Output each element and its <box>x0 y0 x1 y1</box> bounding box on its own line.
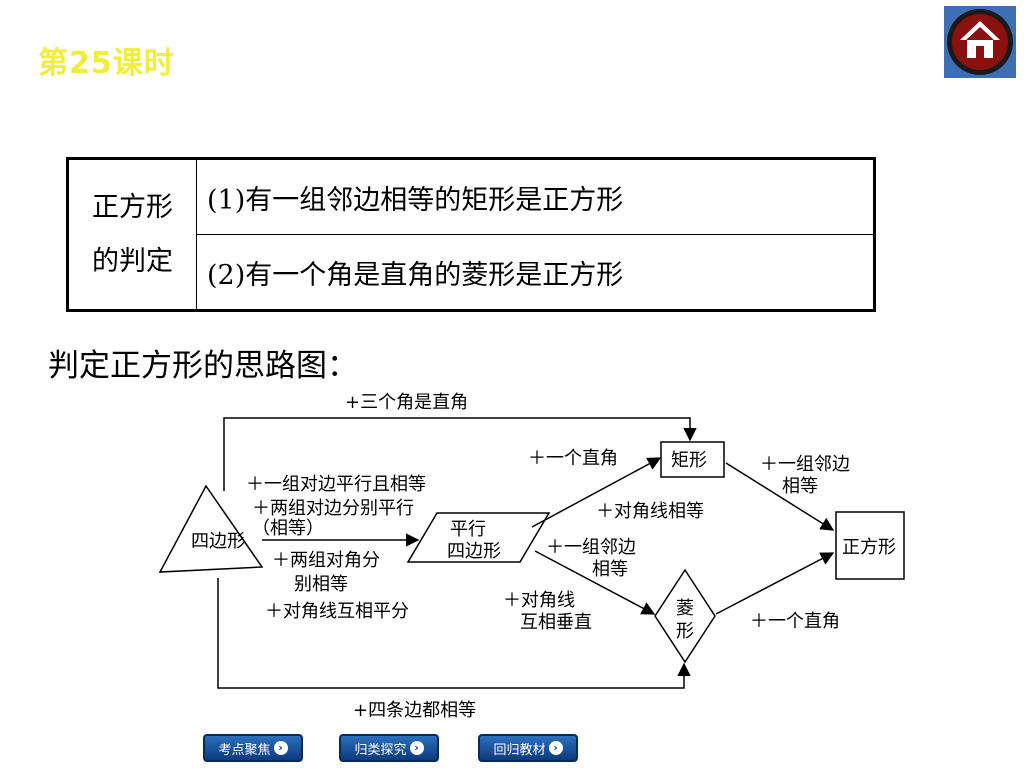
label-four-sides-equal: +四条边都相等 <box>353 700 476 721</box>
quadrilateral-node <box>158 484 264 573</box>
chevron-right-icon: › <box>273 741 288 755</box>
edge-rhombus-to-square <box>715 552 835 615</box>
label-perp-diag-2: 互相垂直 <box>520 612 592 633</box>
table-header-line2: 的判定 <box>92 245 173 277</box>
label-cond3: ＋两组对角分 <box>272 550 380 571</box>
edge-rect-to-square <box>725 462 835 531</box>
label-cond3b: 别相等 <box>294 574 348 595</box>
label-adj-sides-right-1: ＋一组邻边 <box>760 454 850 475</box>
label-diagonals-equal: ＋对角线相等 <box>596 501 704 522</box>
label-adj-sides-mid-1: ＋一组邻边 <box>546 537 636 558</box>
judgement-table: 正方形 的判定 (1)有一组邻边相等的矩形是正方形 (2)有一个角是直角的菱形是… <box>66 157 876 312</box>
nav-button-exam-focus[interactable]: 考点聚焦 › <box>203 734 303 762</box>
lesson-title: 第25课时 <box>38 46 175 81</box>
table-rule-2: (2)有一个角是直角的菱形是正方形 <box>196 234 875 311</box>
nav-button-category-explore-label: 归类探究 <box>354 742 407 758</box>
square-node <box>835 511 905 580</box>
quadrilateral-label: 四边形 <box>191 531 245 552</box>
parallelogram-label-2: 四边形 <box>447 541 501 562</box>
label-adj-sides-mid-2: 相等 <box>592 559 628 580</box>
chevron-right-icon: › <box>409 741 424 755</box>
label-adj-sides-right-2: 相等 <box>782 476 818 497</box>
label-cond4: ＋对角线互相平分 <box>265 601 409 622</box>
nav-button-return-textbook[interactable]: 回归教材 › <box>478 734 578 762</box>
rhombus-label-1: 菱 <box>676 598 694 619</box>
label-perp-diag-1: ＋对角线 <box>503 590 575 611</box>
edge-para-to-rect <box>531 457 662 528</box>
label-cond1: ＋一组对边平行且相等 <box>246 474 426 495</box>
parallelogram-label-1: 平行 <box>450 519 486 540</box>
edge-quad-to-rect <box>223 417 697 491</box>
square-label: 正方形 <box>842 537 896 558</box>
nav-button-category-explore[interactable]: 归类探究 › <box>339 734 439 762</box>
home-button[interactable] <box>944 6 1016 78</box>
label-one-right-angle-top: ＋一个直角 <box>528 448 618 469</box>
edge-quad-to-rhombus <box>217 578 691 689</box>
diagram-heading: 判定正方形的思路图： <box>48 348 358 384</box>
label-cond2: ＋两组对边分别平行 <box>252 498 414 519</box>
table-header-line1: 正方形 <box>92 191 173 223</box>
label-three-right-angles: +三个角是直角 <box>345 392 468 413</box>
edge-para-to-rhombus <box>534 550 656 615</box>
chevron-right-icon: › <box>548 741 563 755</box>
home-icon <box>960 21 1000 58</box>
label-cond2b: （相等） <box>252 518 324 539</box>
rhombus-label-2: 形 <box>676 621 694 642</box>
rhombus-node <box>654 568 716 664</box>
nav-button-exam-focus-label: 考点聚焦 <box>218 742 271 758</box>
rectangle-label: 矩形 <box>671 450 707 471</box>
nav-button-return-textbook-label: 回归教材 <box>493 742 546 758</box>
label-one-right-angle-bottom: ＋一个直角 <box>750 611 840 632</box>
